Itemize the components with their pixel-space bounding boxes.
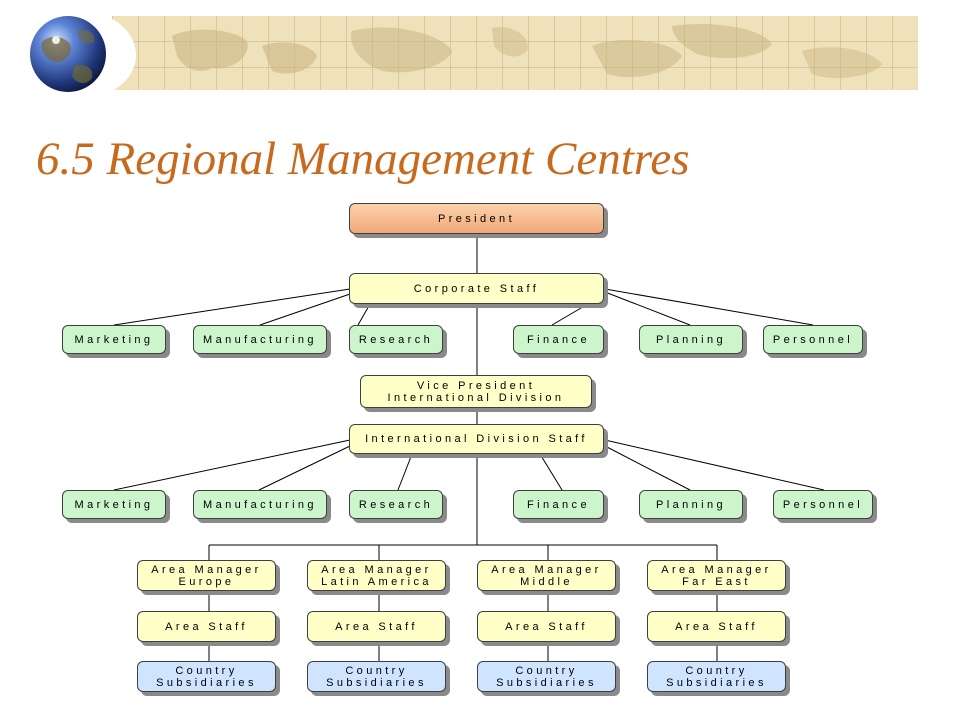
node-label: Area Manager Latin America	[321, 563, 432, 588]
country-subsidiaries-far-east-node[interactable]: Country Subsidiaries	[647, 661, 786, 692]
node-label: Manufacturing	[203, 498, 317, 511]
president-node[interactable]: President	[349, 203, 604, 234]
division-planning-node[interactable]: Planning	[639, 490, 743, 519]
node-label: Area Manager Europe	[151, 563, 262, 588]
node-label: Country Subsidiaries	[156, 664, 257, 689]
node-label: Country Subsidiaries	[666, 664, 767, 689]
vice-president-node[interactable]: Vice President International Division	[360, 375, 592, 408]
division-personnel-node[interactable]: Personnel	[773, 490, 873, 519]
node-label: Manufacturing	[203, 333, 317, 346]
node-label: Research	[358, 498, 434, 511]
node-label: Finance	[527, 333, 590, 346]
node-label: Area Staff	[505, 620, 588, 633]
corporate-research-node[interactable]: Research	[349, 325, 443, 354]
corporate-marketing-node[interactable]: Marketing	[62, 325, 166, 354]
division-research-node[interactable]: Research	[349, 490, 443, 519]
corporate-planning-node[interactable]: Planning	[639, 325, 743, 354]
node-label: Area Staff	[165, 620, 248, 633]
node-label: Area Manager Far East	[661, 563, 772, 588]
president-label: President	[437, 212, 516, 225]
division-staff-label: International Division Staff	[365, 433, 588, 445]
node-label: Area Staff	[335, 620, 418, 633]
area-manager-europe-node[interactable]: Area Manager Europe	[137, 560, 276, 591]
division-marketing-node[interactable]: Marketing	[62, 490, 166, 519]
globe-icon	[24, 11, 136, 99]
node-label: Country Subsidiaries	[496, 664, 597, 689]
area-manager-far-east-node[interactable]: Area Manager Far East	[647, 560, 786, 591]
area-manager-latin-america-node[interactable]: Area Manager Latin America	[307, 560, 446, 591]
world-map-icon	[172, 24, 882, 79]
corporate-manufacturing-node[interactable]: Manufacturing	[193, 325, 327, 354]
corporate-staff-node[interactable]: Corporate Staff	[349, 273, 604, 304]
country-subsidiaries-latin-america-node[interactable]: Country Subsidiaries	[307, 661, 446, 692]
corporate-personnel-node[interactable]: Personnel	[763, 325, 863, 354]
area-manager-middle-node[interactable]: Area Manager Middle	[477, 560, 616, 591]
node-label: Country Subsidiaries	[326, 664, 427, 689]
area-staff-latin-america-node[interactable]: Area Staff	[307, 611, 446, 642]
area-staff-europe-node[interactable]: Area Staff	[137, 611, 276, 642]
world-map-banner	[112, 16, 918, 90]
page-title: 6.5 Regional Management Centres	[36, 133, 690, 185]
node-label: Marketing	[74, 333, 154, 346]
globe-logo	[20, 8, 136, 100]
node-label: Planning	[655, 333, 726, 346]
vice-president-label: Vice President International Division	[387, 379, 565, 404]
division-staff-node[interactable]: International Division Staff	[349, 424, 604, 454]
area-staff-far-east-node[interactable]: Area Staff	[647, 611, 786, 642]
node-label: Marketing	[74, 498, 154, 511]
node-label: Personnel	[782, 498, 864, 511]
node-label: Finance	[527, 498, 590, 511]
corporate-finance-node[interactable]: Finance	[513, 325, 604, 354]
node-label: Personnel	[772, 333, 854, 346]
corporate-staff-label: Corporate Staff	[413, 282, 540, 295]
division-manufacturing-node[interactable]: Manufacturing	[193, 490, 327, 519]
node-label: Area Staff	[675, 620, 758, 633]
country-subsidiaries-europe-node[interactable]: Country Subsidiaries	[137, 661, 276, 692]
node-label: Research	[358, 333, 434, 346]
country-subsidiaries-middle-node[interactable]: Country Subsidiaries	[477, 661, 616, 692]
node-label: Area Manager Middle	[491, 563, 602, 588]
division-finance-node[interactable]: Finance	[513, 490, 604, 519]
node-label: Planning	[655, 498, 726, 511]
area-staff-middle-node[interactable]: Area Staff	[477, 611, 616, 642]
